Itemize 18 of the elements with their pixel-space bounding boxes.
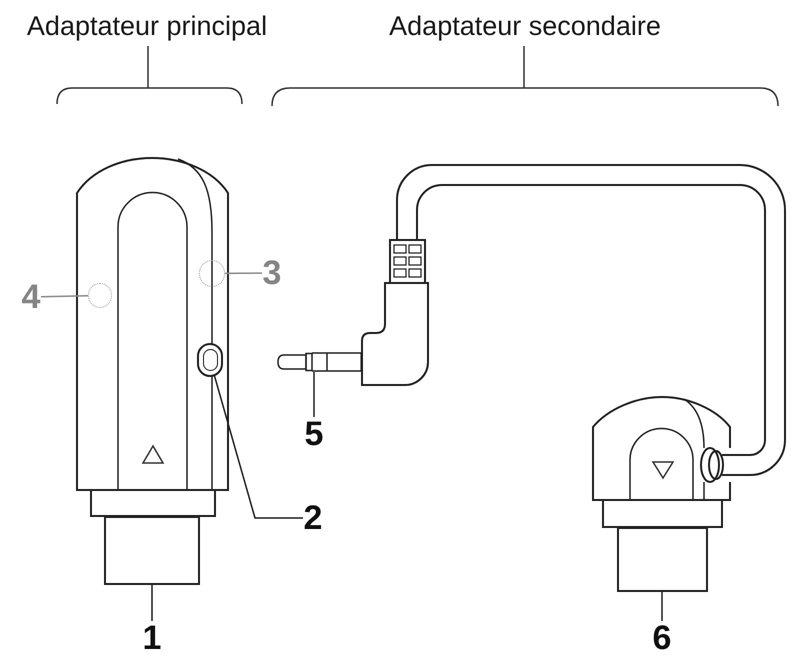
plug-pin — [277, 352, 362, 372]
leader-line — [661, 592, 663, 621]
jack-socket — [197, 343, 223, 377]
callout-number: 1 — [142, 621, 162, 655]
heading: Adaptateur secondaire — [389, 13, 661, 40]
callout-number: 4 — [21, 280, 41, 314]
leader-line — [214, 376, 303, 519]
callout-number: 3 — [262, 256, 282, 290]
callout-number: 2 — [303, 501, 323, 535]
callout-number: 6 — [652, 621, 672, 655]
connector — [104, 516, 200, 585]
connector — [617, 527, 708, 592]
leader-line — [151, 585, 153, 621]
callout-number: 5 — [304, 417, 324, 451]
leader-line — [313, 372, 315, 417]
leader-line — [225, 272, 262, 274]
heading: Adaptateur principal — [26, 13, 268, 40]
leader-line — [40, 295, 88, 298]
